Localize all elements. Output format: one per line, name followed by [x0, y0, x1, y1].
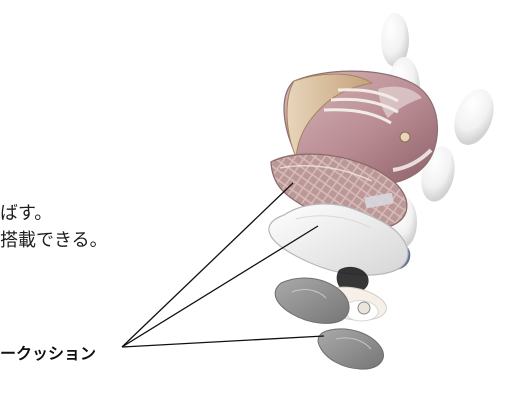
callout-lines	[122, 183, 324, 347]
description-line-2: 搭載できる。	[0, 232, 108, 250]
description-line-1: ばす。	[0, 205, 52, 223]
floating-cushion-3	[447, 84, 501, 151]
cushion-callout-label: ークッション	[0, 346, 96, 362]
